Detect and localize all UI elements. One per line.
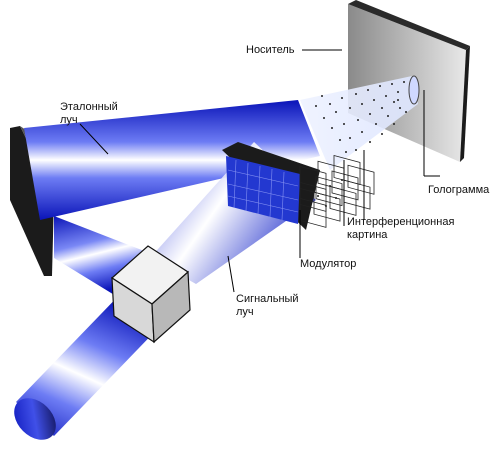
modulator	[222, 142, 320, 230]
reference-beam-upper	[24, 100, 320, 220]
leader-reference-beam	[79, 123, 109, 155]
label-interference-pattern: Интерференционная картина	[347, 216, 455, 241]
modulator-grid	[227, 159, 299, 221]
interference-dots	[315, 81, 411, 207]
leader-signal-beam	[227, 255, 235, 293]
label-reference-beam: Эталонный луч	[60, 101, 118, 126]
label-hologram: Голограмма	[428, 184, 490, 196]
interference-cone	[300, 75, 420, 207]
interference-grid	[299, 154, 375, 228]
label-carrier: Носитель	[246, 44, 295, 56]
beam-splitter-cube	[111, 245, 191, 344]
leader-lines	[79, 49, 440, 293]
label-signal-beam: Сигнальный луч	[236, 293, 299, 318]
label-modulator: Модулятор	[300, 258, 357, 270]
